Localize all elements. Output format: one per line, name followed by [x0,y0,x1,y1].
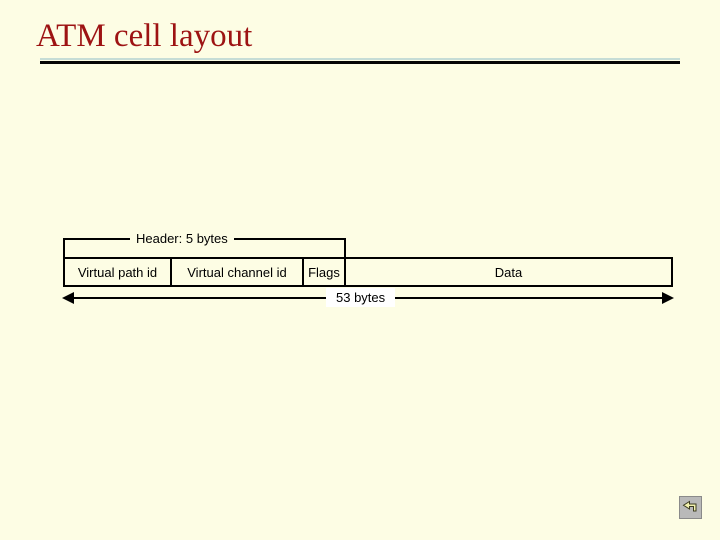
cell-field-row: Virtual path id Virtual channel id Flags… [63,257,673,287]
total-size-arrow: 53 bytes [62,288,674,310]
return-arrow-icon [682,500,699,515]
arrow-head-left-icon [62,292,74,304]
page-title: ATM cell layout [36,18,253,54]
arrow-head-right-icon [662,292,674,304]
field-flags: Flags [304,259,346,285]
header-bracket-label: Header: 5 bytes [130,231,234,247]
total-size-label: 53 bytes [326,288,396,307]
title-divider [40,58,680,64]
atm-cell-diagram: Header: 5 bytes Virtual path id Virtual … [62,231,674,310]
title-divider-dark-line [40,61,680,64]
field-virtual-path-id: Virtual path id [65,259,172,285]
field-virtual-channel-id: Virtual channel id [172,259,304,285]
field-data: Data [346,259,671,285]
title-divider-light-line [40,58,680,60]
back-button[interactable] [679,496,702,519]
